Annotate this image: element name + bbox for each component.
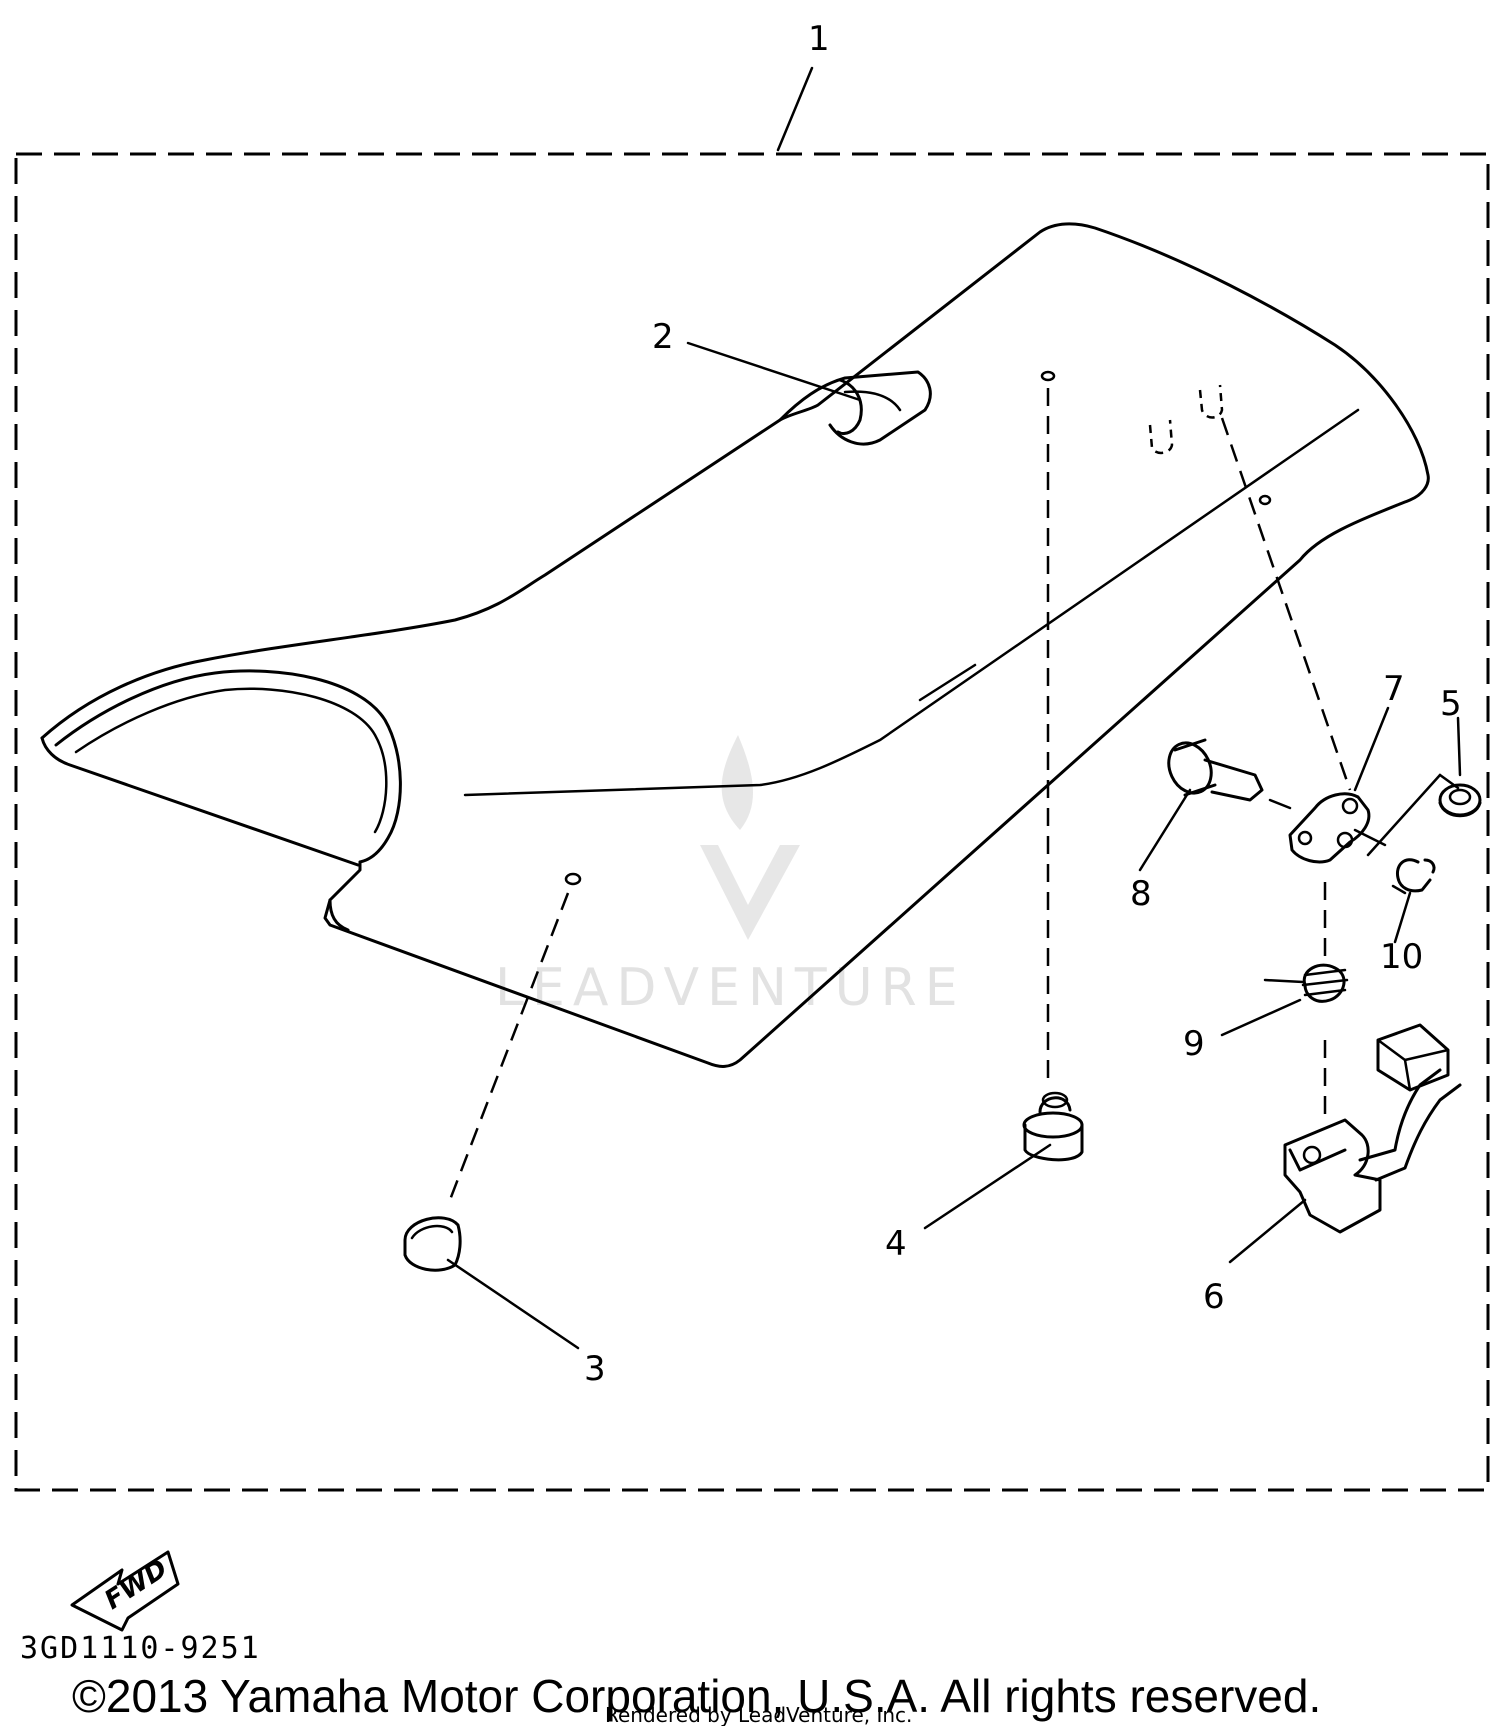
part-8-bolt: [1167, 738, 1264, 802]
leader-3: [446, 1258, 580, 1350]
leader-6: [1228, 1198, 1307, 1264]
part-9-spring: [1263, 963, 1349, 1003]
direction-label: FWD: [99, 1554, 172, 1616]
watermark-text: LEADVENTURE: [495, 958, 966, 1018]
leader-4: [923, 1143, 1052, 1230]
install-line-7: [1220, 417, 1352, 791]
callout-1: 1: [808, 19, 830, 59]
leader-7: [1353, 706, 1390, 792]
callout-8: 8: [1130, 874, 1152, 914]
diagram-code: 3GD1110-9251: [20, 1631, 261, 1666]
forward-arrow-icon: FWD: [70, 1550, 180, 1632]
leader-5: [1456, 716, 1462, 777]
leader-10: [1393, 891, 1412, 944]
callout-3: 3: [584, 1349, 606, 1389]
part-4-damper: [1022, 1091, 1084, 1162]
callout-4: 4: [885, 1224, 907, 1264]
callout-5: 5: [1440, 684, 1462, 724]
install-line-3: [446, 892, 570, 1206]
leader-1: [776, 66, 814, 152]
part-3-damper: [403, 1216, 462, 1272]
seat: [40, 222, 1430, 1068]
callout-2: 2: [652, 317, 674, 357]
part-10-clip: [1391, 858, 1436, 895]
callout-6: 6: [1203, 1277, 1225, 1317]
kit-frame: [14, 152, 1490, 1492]
part-6-seat-lock: [1283, 1023, 1462, 1234]
callout-10: 10: [1380, 937, 1423, 977]
part-7-bracket: [1288, 792, 1371, 864]
copyright-notice: ©2013 Yamaha Motor Corporation, U.S.A. A…: [72, 1670, 1321, 1722]
leader-8: [1138, 788, 1192, 872]
part-5-nut: [1366, 773, 1482, 857]
callout-9: 9: [1183, 1024, 1205, 1064]
leader-2: [686, 341, 862, 402]
leader-9: [1220, 998, 1302, 1037]
callout-7: 7: [1383, 669, 1405, 709]
rendered-by-note: Rendered by LeadVenture, Inc.: [605, 1703, 912, 1726]
watermark: [700, 735, 800, 940]
